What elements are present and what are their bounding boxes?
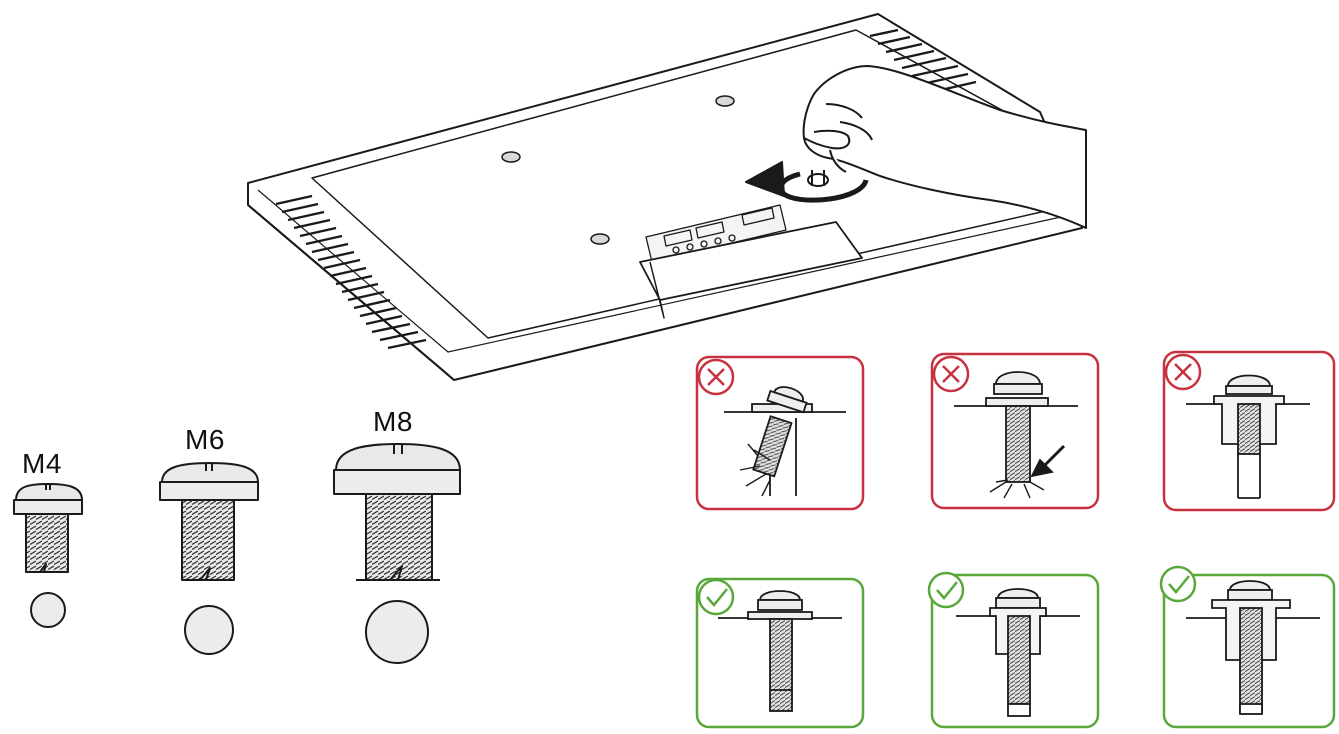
hand-illustration <box>802 65 1087 229</box>
panel-correct-flanged <box>1159 565 1336 729</box>
thumb-screw <box>807 170 829 187</box>
label-m8: M8 <box>373 406 413 437</box>
hole-size-m8 <box>365 600 429 664</box>
label-m4: M4 <box>22 448 62 479</box>
hole-size-m6 <box>184 605 234 655</box>
screw-m6 <box>159 462 259 655</box>
panel-incorrect-too-long <box>930 352 1100 510</box>
x-circle-icon <box>932 355 970 393</box>
rotation-arrow-icon <box>745 161 869 203</box>
check-circle-icon <box>697 578 735 616</box>
screw-m4 <box>13 483 83 628</box>
stand-neck-mount <box>639 221 863 301</box>
left-vent-slots <box>275 194 427 350</box>
check-circle-icon <box>1159 565 1197 603</box>
screw-m8 <box>333 443 461 664</box>
label-m6: M6 <box>185 424 225 455</box>
x-circle-icon <box>1164 353 1202 391</box>
monitor-outer-frame <box>247 13 1083 381</box>
check-circle-icon <box>927 571 965 609</box>
hole-size-m4 <box>30 592 66 628</box>
installation-check-panels <box>695 350 1336 729</box>
panel-incorrect-spacer <box>1162 350 1336 512</box>
connector-ports <box>645 204 787 263</box>
vesa-mount-holes <box>501 95 735 245</box>
monitor-back-illustration <box>247 13 1087 381</box>
panel-incorrect-tilted-screw <box>695 355 865 511</box>
panel-correct-standard <box>695 577 865 729</box>
screw-size-comparison <box>13 443 461 664</box>
x-circle-icon <box>697 358 735 396</box>
panel-correct-spacer <box>927 571 1100 729</box>
